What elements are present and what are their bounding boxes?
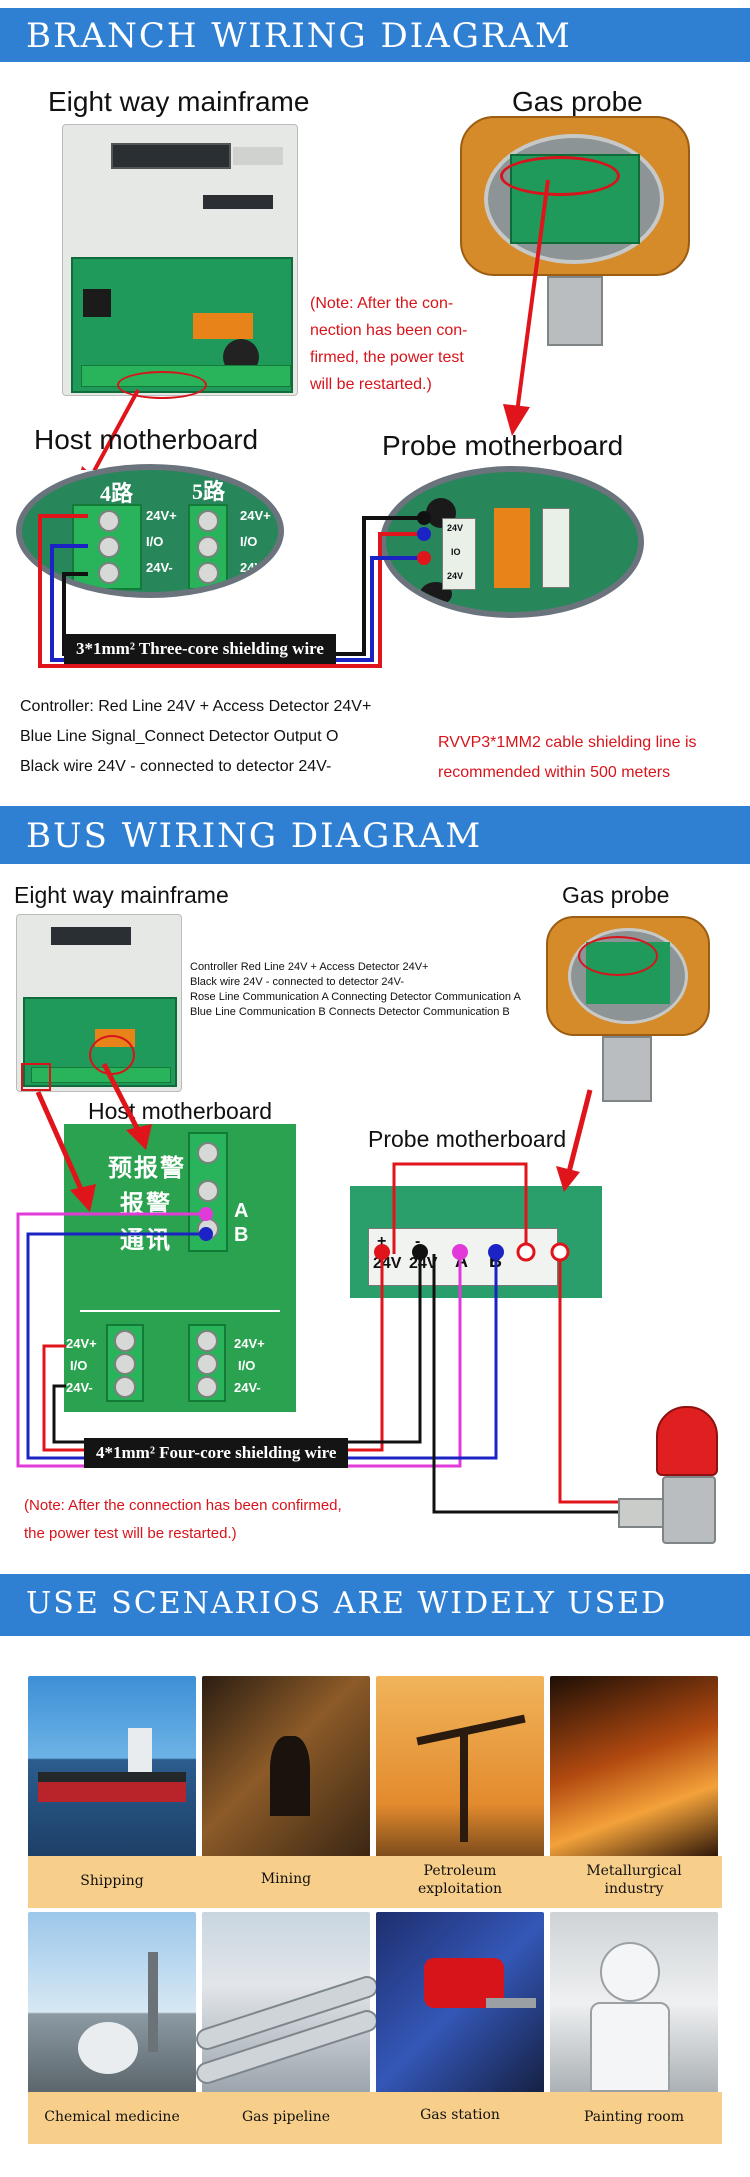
gas-probe-device — [440, 116, 710, 346]
bus-red-wire — [42, 1254, 384, 1452]
mainframe-leds — [233, 147, 283, 165]
branch-controller-text: Controller: Red Line 24V + Access Detect… — [20, 698, 372, 775]
alarm-light-dome — [656, 1406, 718, 1476]
bus-probe-mb: + - 24V 24V A B — [350, 1186, 602, 1298]
branch-probe-mb-oval: 24V IO 24V — [380, 466, 644, 618]
branch-host-mb-label: Host motherboard — [34, 424, 259, 455]
caption-gas-station: Gas station — [420, 2107, 500, 2123]
caption-metallurgical: Metallurgical industry — [586, 1863, 682, 1897]
bus-gas-probe-device — [530, 912, 726, 1112]
mainframe-highlight-circle — [117, 371, 207, 399]
bus-mainframe-device — [16, 914, 182, 1092]
route-4-label: 4路 — [100, 481, 134, 506]
branch-banner: BRANCH WIRING DIAGRAM — [0, 8, 750, 62]
bus-title: BUS WIRING DIAGRAM — [26, 816, 483, 856]
bus-probe-label: Gas probe — [562, 882, 670, 908]
branch-title: BRANCH WIRING DIAGRAM — [26, 16, 572, 56]
branch-cable-label: 3*1mm² Three-core shielding wire — [64, 634, 336, 664]
branch-host-mb-oval: 4路 5路 24V+ I/O 24V- 24V+ I/O 24V- — [16, 464, 284, 598]
branch-arrowhead-left — [81, 466, 87, 470]
mainframe-display — [111, 143, 231, 169]
bus-rose-wire — [16, 1212, 462, 1468]
branch-note: (Note: After the con- nection has been c… — [310, 295, 468, 393]
branch-arrow-right — [514, 179, 550, 421]
branch-mainframe-label: Eight way mainframe — [48, 86, 310, 117]
branch-arrows — [81, 179, 550, 470]
scenarios-banner: USE SCENARIOS ARE WIDELY USED — [0, 1574, 750, 1636]
chemical-plant-photo — [28, 1912, 196, 2094]
probe-sensor — [547, 276, 603, 346]
bus-host-mb: 预报警 报警 通讯 A B 24V+ I/O 24V- 24V+ I/O 24V… — [64, 1124, 296, 1412]
caption-petroleum: Petroleum exploitation — [417, 1863, 503, 1897]
caption-chemical: Chemical medicine — [44, 2109, 180, 2125]
foundry-photo — [550, 1676, 718, 1858]
bus-host-mb-label: Host motherboard — [88, 1098, 273, 1124]
bus-banner: BUS WIRING DIAGRAM — [0, 806, 750, 864]
bus-blue-wire — [26, 1232, 498, 1460]
branch-arrow-left — [92, 389, 140, 470]
probe-terminal-block: 24V IO 24V — [442, 518, 476, 590]
bus-cable-label: 4*1mm² Four-core shielding wire — [84, 1438, 349, 1468]
ship-photo — [28, 1676, 196, 1858]
relay-block — [193, 313, 253, 339]
caption-gas-pipeline: Gas pipeline — [241, 2109, 331, 2125]
branch-probe-mb-label: Probe motherboard — [382, 430, 624, 461]
branch-red-wire — [38, 514, 424, 668]
branch-arrowhead-right — [503, 404, 530, 436]
bus-mainframe-highlight-left — [21, 1063, 51, 1091]
scenarios-caption-bar-1 — [28, 1856, 722, 1908]
pipeline-photo — [193, 1912, 381, 2094]
route-5-label: 5路 — [192, 479, 226, 504]
bus-info-text: Controller Red Line 24V + Access Detecto… — [190, 961, 521, 1018]
bus-mainframe-highlight-right — [89, 1035, 135, 1075]
painter-photo — [550, 1912, 718, 2094]
branch-cable-note: RVVP3*1MM2 cable shielding line is recom… — [438, 734, 697, 781]
caption-mining: Mining — [260, 1871, 312, 1887]
caption-painting-room: Painting room — [584, 2109, 684, 2125]
route-5-terminal — [188, 504, 228, 590]
fuel-nozzle-photo — [376, 1912, 544, 2094]
scenarios-caption-bar-2 — [28, 2092, 722, 2144]
alarm-light — [614, 1406, 730, 1546]
bus-mainframe-label: Eight way mainframe — [14, 882, 229, 908]
bus-wires — [16, 1062, 618, 1514]
bus-note: (Note: After the connection has been con… — [24, 1497, 342, 1542]
mainframe-buttons — [203, 195, 273, 209]
branch-probe-label: Gas probe — [512, 86, 643, 117]
bus-black-wire — [52, 1254, 422, 1444]
mainframe-pcb — [71, 257, 293, 393]
caption-shipping: Shipping — [80, 1873, 144, 1889]
probe-highlight-circle — [500, 156, 620, 196]
bus-probe-mb-label: Probe motherboard — [368, 1126, 567, 1152]
mining-photo — [202, 1676, 370, 1858]
oil-pump-photo — [376, 1676, 544, 1858]
scenarios-title: USE SCENARIOS ARE WIDELY USED — [26, 1586, 668, 1621]
mainframe-device — [62, 124, 298, 399]
